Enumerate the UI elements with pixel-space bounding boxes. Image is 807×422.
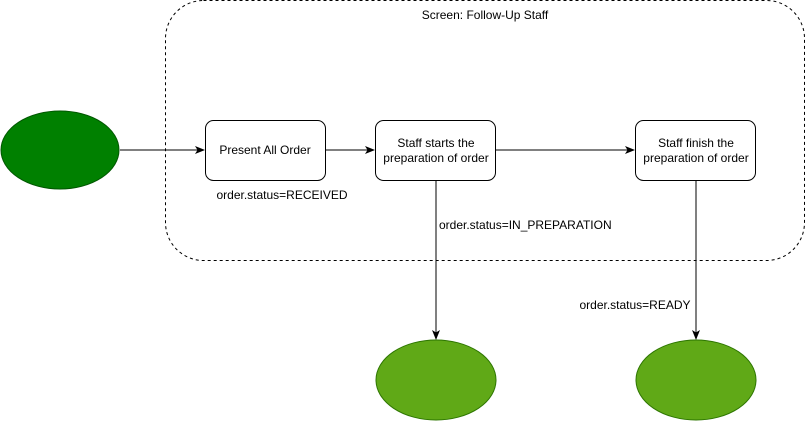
screen-container bbox=[165, 0, 805, 261]
end-state-in-preparation bbox=[375, 339, 497, 421]
node-staff-finish-line1: Staff finish the bbox=[658, 136, 734, 150]
node-staff-starts bbox=[375, 120, 496, 181]
edge-label-received: order.status=RECEIVED bbox=[216, 188, 347, 202]
start-state bbox=[0, 110, 120, 190]
edge-label-in-preparation: order.status=IN_PREPARATION bbox=[439, 218, 612, 232]
node-staff-starts-line1: Staff starts the bbox=[397, 136, 474, 150]
node-staff-finish-line2: preparation of order bbox=[643, 151, 748, 165]
node-staff-finish bbox=[635, 120, 756, 181]
container-title: Screen: Follow-Up Staff bbox=[422, 8, 549, 22]
node-present-all-order-label: Present All Order bbox=[219, 143, 310, 157]
node-staff-starts-line2: preparation of order bbox=[383, 151, 488, 165]
end-state-ready bbox=[635, 339, 757, 421]
edge-label-ready: order.status=READY bbox=[579, 298, 690, 312]
node-present-all-order bbox=[205, 120, 326, 181]
